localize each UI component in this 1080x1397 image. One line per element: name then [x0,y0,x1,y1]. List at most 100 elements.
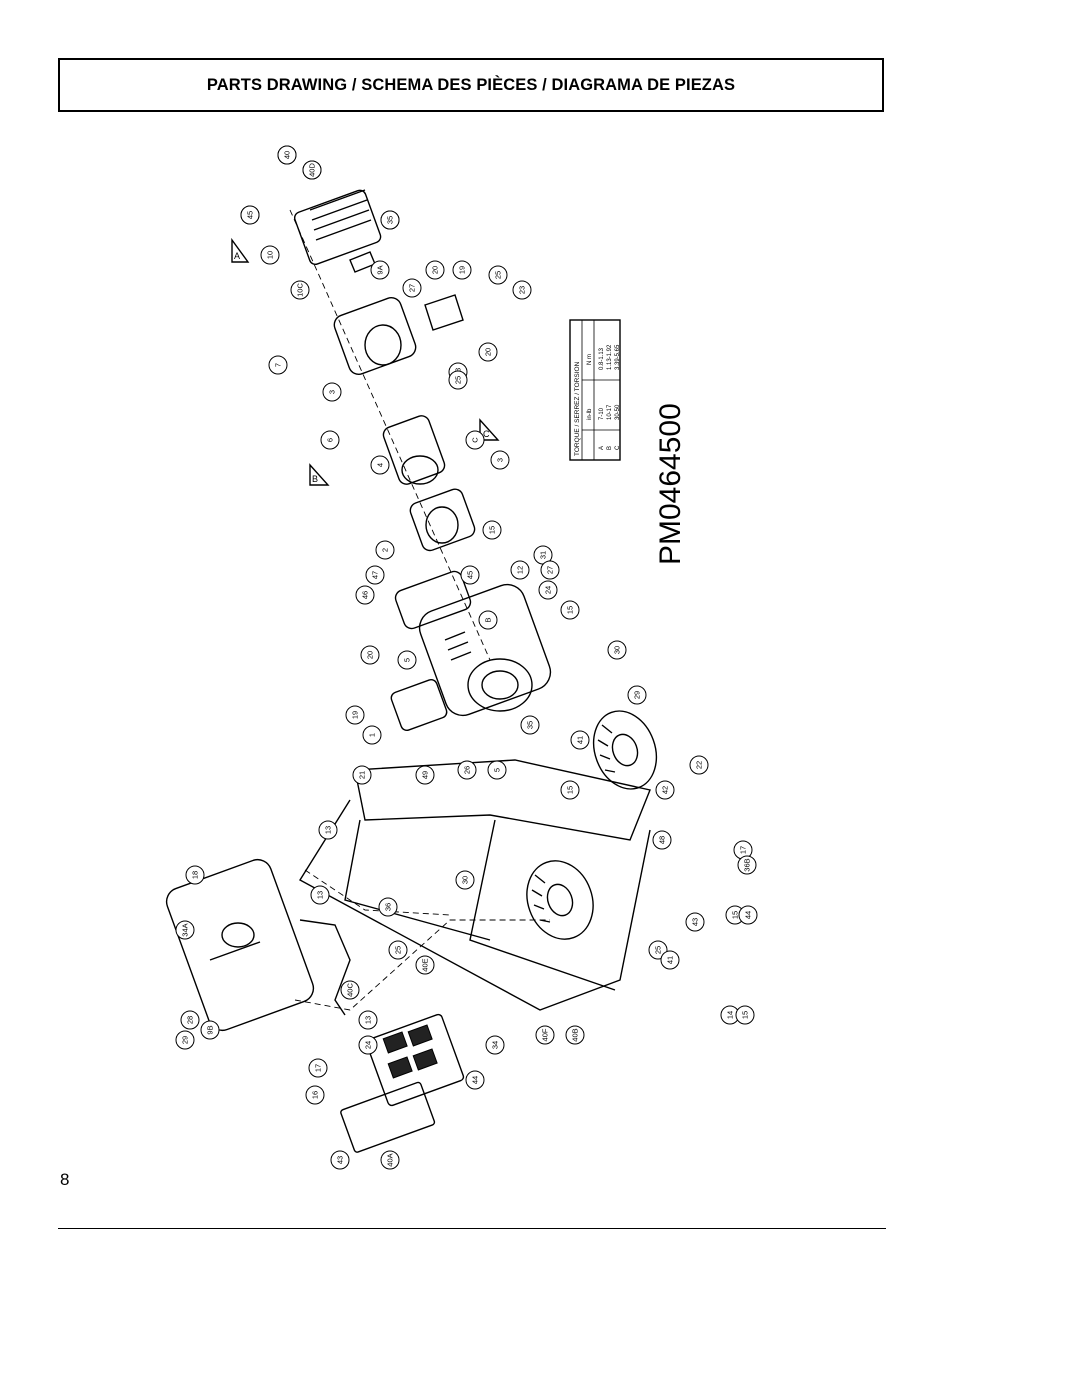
callout-label: 9A [376,265,385,274]
torque-row-nm: 1.13-1.92 [607,344,613,370]
torque-row-nm: 0.8-1.13 [599,347,605,370]
callout-label: 10 [266,251,275,259]
part-callout: 15 [560,780,580,800]
part-callout: 14 [720,1005,740,1025]
wheel-lower-part [526,860,594,940]
drawing-number: PM0464500 [654,403,687,565]
part-callout: 40 [277,145,297,165]
callout-label: 13 [324,826,333,834]
callout-label: 17 [739,846,748,854]
callout-label: 20 [366,651,375,659]
part-callout: 34 [485,1035,505,1055]
fuel-line-part [299,919,351,1016]
part-callout: 5 [487,760,507,780]
part-callout: 17 [308,1058,328,1078]
torque-row-in: 7-10 [599,407,605,420]
callout-label: 15 [741,1011,750,1019]
callout-label: 41 [666,956,675,964]
part-callout: 48 [652,830,672,850]
footer-rule [58,1228,886,1229]
callout-label: 45 [466,571,475,579]
callout-label: 21 [358,771,367,779]
assembly-line [289,209,491,661]
callout-label: 25 [394,946,403,954]
callout-label: 44 [471,1076,480,1084]
part-callout: 35 [380,210,400,230]
callout-group: 10F10A1110B109A10C20192527237203232564BC… [175,145,758,1170]
callout-label: 25 [654,946,663,954]
part-callout: 35 [520,715,540,735]
callout-label: 40 [283,151,292,159]
part-callout: 9A [370,260,390,280]
callout-label: 4 [376,463,385,467]
part-callout: 31 [533,545,553,565]
part-callout: 22 [689,755,709,775]
part-callout: 36 [378,897,398,917]
part-callout: 19 [345,705,365,725]
torque-marker-b: B [309,463,330,486]
callout-label: 13 [316,891,325,899]
callout-label: 14 [726,1011,735,1019]
part-callout: 10 [260,245,280,265]
callout-label: C [471,437,480,443]
callout-label: 3 [496,458,505,462]
part-callout: 15 [482,520,502,540]
part-callout: 30 [455,870,475,890]
callout-label: 49 [421,771,430,779]
callout-label: 27 [408,284,417,292]
callout-label: 42 [661,786,670,794]
callout-label: 43 [691,918,700,926]
page-title-box: PARTS DRAWING / SCHEMA DES PIÈCES / DIAG… [58,58,884,112]
part-callout: 27 [540,560,560,580]
callout-label: 31 [539,551,548,559]
callout-label: 3 [328,390,337,394]
callout-label: 30 [613,646,622,654]
frame-part [299,759,651,1011]
callout-label: 15 [566,606,575,614]
callout-label: 34A [181,923,190,936]
assembly-line [304,869,451,916]
callout-label: 30 [461,876,470,884]
part-callout: 40B [565,1025,585,1045]
engine-adapter-part [409,488,476,552]
callout-label: 29 [633,691,642,699]
torque-row-in: 30-50 [615,404,621,420]
part-callout: 20 [478,342,498,362]
part-callout: 29 [175,1030,195,1050]
part-callout: 43 [685,912,705,932]
callout-label: 25 [454,376,463,384]
callout-label: 28 [186,1016,195,1024]
callout-label: 35 [386,216,395,224]
callout-label: 45 [246,211,255,219]
callout-label: 23 [518,286,527,294]
part-callout: 15 [735,1005,755,1025]
callout-label: 48 [658,836,667,844]
callout-label: 36 [384,903,393,911]
engine-part [390,583,552,732]
control-panel-part [340,1013,465,1153]
part-callout: 25 [448,370,468,390]
torque-row-symbol: C [615,445,621,450]
parts-exploded-diagram: A B C TORQUE / SERREZ / TORSION in-lb N … [165,145,758,1170]
part-callout: 42 [655,780,675,800]
part-callout: 13 [318,820,338,840]
part-callout: 16 [305,1085,325,1105]
torque-row-in: 10-17 [607,404,613,420]
part-callout: 23 [512,280,532,300]
rotor-part [382,415,446,485]
torque-marker-a: A [231,237,250,263]
part-callout: 13 [358,1010,378,1030]
part-callout: 44 [738,905,758,925]
part-callout: 1 [362,725,382,745]
callout-label: 36B [743,858,752,871]
part-callout: 9B [200,1020,220,1040]
torque-row-symbol: B [607,446,613,450]
svg-text:B: B [312,474,318,484]
part-callout: 10C [290,280,310,300]
part-callout: C [465,430,485,450]
page-number: 8 [60,1170,70,1189]
part-callout: 24 [358,1035,378,1055]
callout-label: 34 [491,1041,500,1049]
svg-text:A: A [234,251,240,261]
part-callout: 40F [535,1025,555,1045]
